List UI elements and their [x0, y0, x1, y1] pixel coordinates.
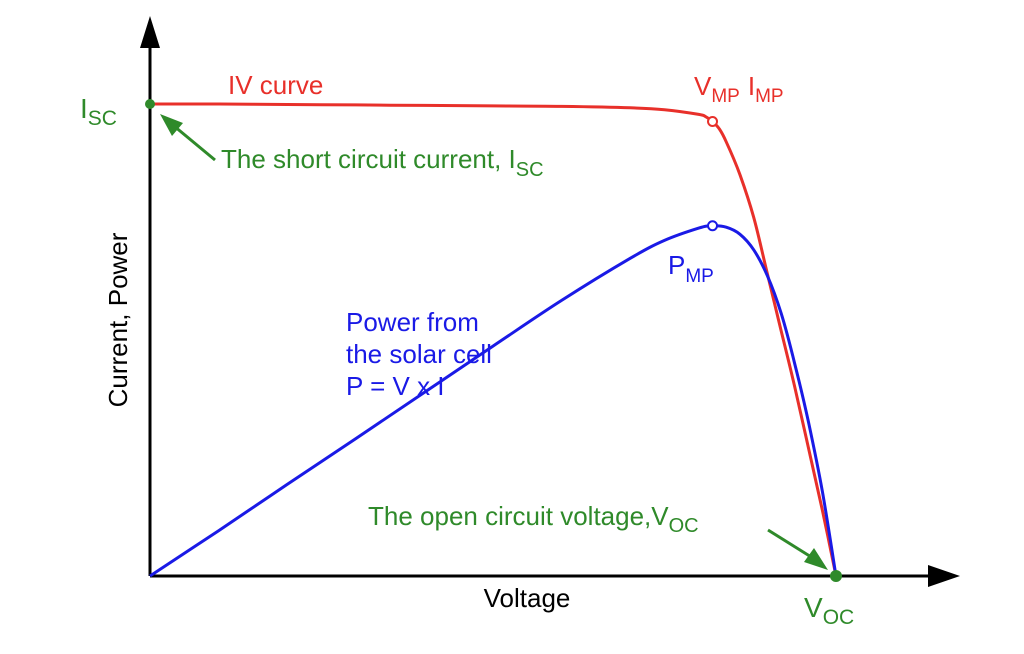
pmp-sub: MP: [685, 266, 714, 287]
isc-main: I: [80, 93, 88, 124]
voc-sub: OC: [823, 606, 855, 629]
vmp-main: V: [694, 71, 712, 101]
voc-annotation-arrowhead-icon: [804, 548, 828, 570]
y-axis-label: Current, Power: [103, 232, 133, 407]
iv-curve-label: IV curve: [228, 70, 323, 100]
voc-point: [830, 570, 842, 582]
isc-point: [145, 99, 155, 109]
isc-note-text: The short circuit current, I: [221, 144, 516, 174]
imp-main: I: [748, 71, 755, 101]
isc-annotation-arrow-line: [173, 124, 216, 162]
power-label-line-1: Power from: [346, 307, 479, 337]
voc-axis-label: VOC: [804, 592, 854, 629]
x-axis-arrow-icon: [928, 565, 960, 587]
isc-axis-label: ISC: [80, 93, 117, 130]
iv-curve-line: [149, 102, 838, 577]
voc-note-sub: OC: [669, 515, 699, 537]
power-curve-line: [149, 224, 838, 578]
isc-sub: SC: [88, 107, 117, 130]
isc-note-sub: SC: [516, 159, 544, 181]
x-axis-label: Voltage: [484, 583, 571, 613]
isc-note: The short circuit current, ISC: [221, 144, 544, 181]
y-axis-arrow-icon: [140, 16, 160, 48]
isc-annotation-arrowhead-icon: [160, 114, 183, 136]
mpp-power-point: [707, 220, 719, 232]
imp-sub: MP: [755, 86, 784, 107]
voc-annotation-arrow-line: [767, 528, 817, 562]
voc-note-text: The open circuit voltage,V: [368, 501, 669, 531]
voc-note: The open circuit voltage,VOC: [368, 501, 699, 537]
pmp-main: P: [668, 250, 685, 280]
vmp-sub: MP: [711, 86, 740, 107]
mpp-iv-point: [707, 115, 719, 127]
voc-main: V: [804, 592, 823, 623]
power-label-line-2: the solar cell: [346, 339, 492, 369]
pmp-label: PMP: [668, 250, 714, 287]
power-label-line-3: P = V x I: [346, 371, 445, 401]
